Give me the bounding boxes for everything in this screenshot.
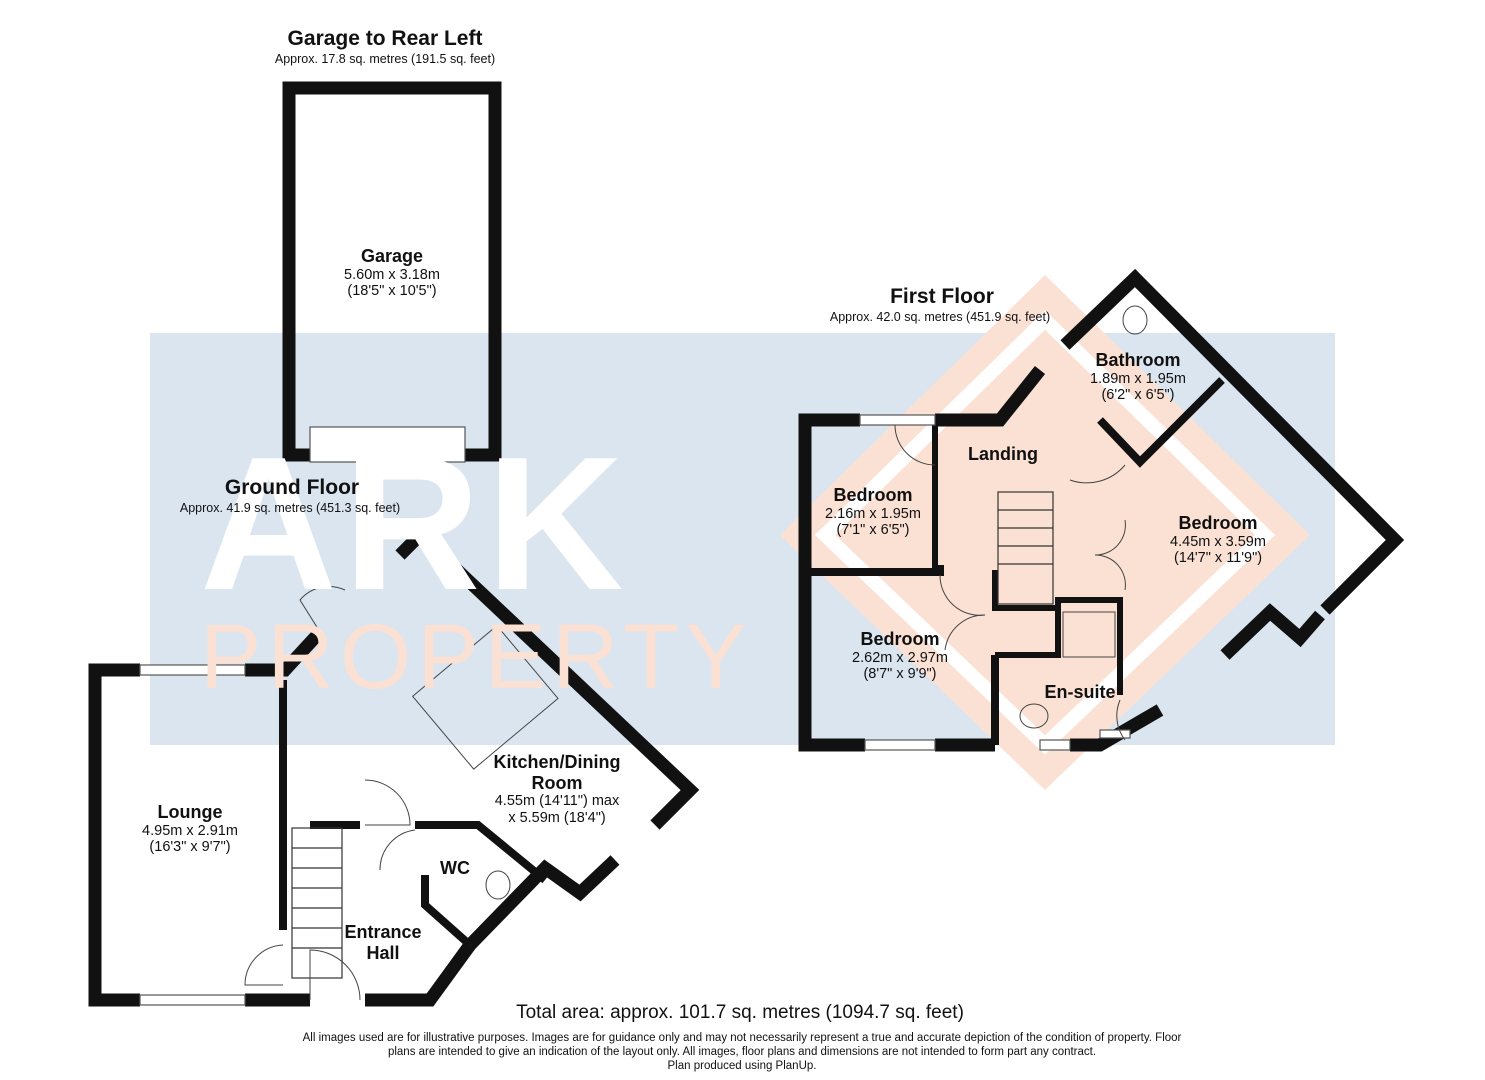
room-dim-metric: 1.89m x 1.95m xyxy=(1090,370,1186,387)
garage-floor-area: Approx. 17.8 sq. metres (191.5 sq. feet) xyxy=(274,52,496,66)
room-name: Bathroom xyxy=(1095,350,1181,370)
walls xyxy=(88,81,1405,1007)
total-area: Total area: approx. 101.7 sq. metres (10… xyxy=(516,1002,964,1023)
lounge-walls xyxy=(88,663,140,1007)
room-name: Lounge xyxy=(157,802,223,822)
room-wc: WC xyxy=(440,858,470,878)
room-dim-metric: 2.62m x 2.97m xyxy=(852,649,948,666)
first-floor-walls xyxy=(798,413,865,752)
disclaimer-line3: Plan produced using PlanUp. xyxy=(667,1059,817,1072)
room-landing: Landing xyxy=(968,444,1038,464)
room-kitchen: Kitchen/Dining Room 4.55m (14'11") max x… xyxy=(494,752,621,827)
room-dim-metric: 4.45m x 3.59m xyxy=(1170,533,1266,550)
room-entrance-hall: Entrance Hall xyxy=(344,922,421,963)
room-dim-imperial: x 5.59m (18'4") xyxy=(508,810,606,827)
room-name: Entrance xyxy=(344,922,422,942)
room-dim-imperial: (18'5" x 10'5") xyxy=(347,283,437,300)
room-bedroom-main: Bedroom 4.45m x 3.59m (14'7" x 11'9") xyxy=(1170,513,1266,567)
watermark-property: PROPERTY xyxy=(200,606,753,708)
garage-walls xyxy=(282,81,502,462)
disclaimer-line1: All images used are for illustrative pur… xyxy=(302,1032,1182,1044)
watermark-ark: ARK xyxy=(200,418,630,630)
room-name: Kitchen/Dining xyxy=(493,752,621,772)
disclaimer: All images used are for illustrative pur… xyxy=(303,1032,1182,1073)
room-lounge: Lounge 4.95m x 2.91m (16'3" x 9'7") xyxy=(142,802,238,856)
room-dim-imperial: (16'3" x 9'7") xyxy=(149,839,231,856)
room-name: Bedroom xyxy=(833,485,913,505)
stairs xyxy=(291,491,1054,979)
room-dim-imperial: (6'2" x 6'5") xyxy=(1101,387,1175,404)
kitchen-walls xyxy=(395,525,700,830)
room-garage: Garage 5.60m x 3.18m (18'5" x 10'5") xyxy=(344,246,440,300)
room-dim-imperial: (8'7" x 9'9") xyxy=(863,666,937,683)
windows xyxy=(139,414,1131,1006)
room-bathroom: Bathroom 1.89m x 1.95m (6'2" x 6'5") xyxy=(1090,350,1186,404)
door-swings xyxy=(244,305,1148,1001)
room-dim-metric: 2.16m x 1.95m xyxy=(825,505,921,522)
room-dim-metric: 5.60m x 3.18m xyxy=(344,266,440,283)
first-floor-title: First Floor xyxy=(890,285,994,308)
room-name: Garage xyxy=(360,246,424,266)
room-ensuite: En-suite xyxy=(1044,682,1116,702)
room-dim-metric: 4.95m x 2.91m xyxy=(142,822,238,839)
room-name-line2: Hall xyxy=(366,942,400,963)
watermark-diamond xyxy=(780,275,1310,790)
room-name-line2: Room xyxy=(531,772,583,793)
ground-floor-title: Ground Floor xyxy=(224,476,360,499)
room-name: Bedroom xyxy=(860,629,940,649)
ground-floor-area: Approx. 41.9 sq. metres (451.3 sq. feet) xyxy=(179,501,401,515)
garage-floor-title: Garage to Rear Left xyxy=(287,27,483,50)
room-dim-imperial: (14'7" x 11'9") xyxy=(1173,550,1263,567)
room-dim-imperial: (7'1" x 6'5") xyxy=(836,522,910,539)
first-floor-area: Approx. 42.0 sq. metres (451.9 sq. feet) xyxy=(829,310,1051,324)
room-bedroom-small: Bedroom 2.16m x 1.95m (7'1" x 6'5") xyxy=(825,485,921,539)
room-dim-metric: 4.55m (14'11") max xyxy=(494,793,620,810)
room-bedroom-mid: Bedroom 2.62m x 2.97m (8'7" x 9'9") xyxy=(852,629,948,683)
disclaimer-line2: plans are intended to give an indication… xyxy=(387,1045,1097,1058)
room-name: Bedroom xyxy=(1178,513,1258,533)
